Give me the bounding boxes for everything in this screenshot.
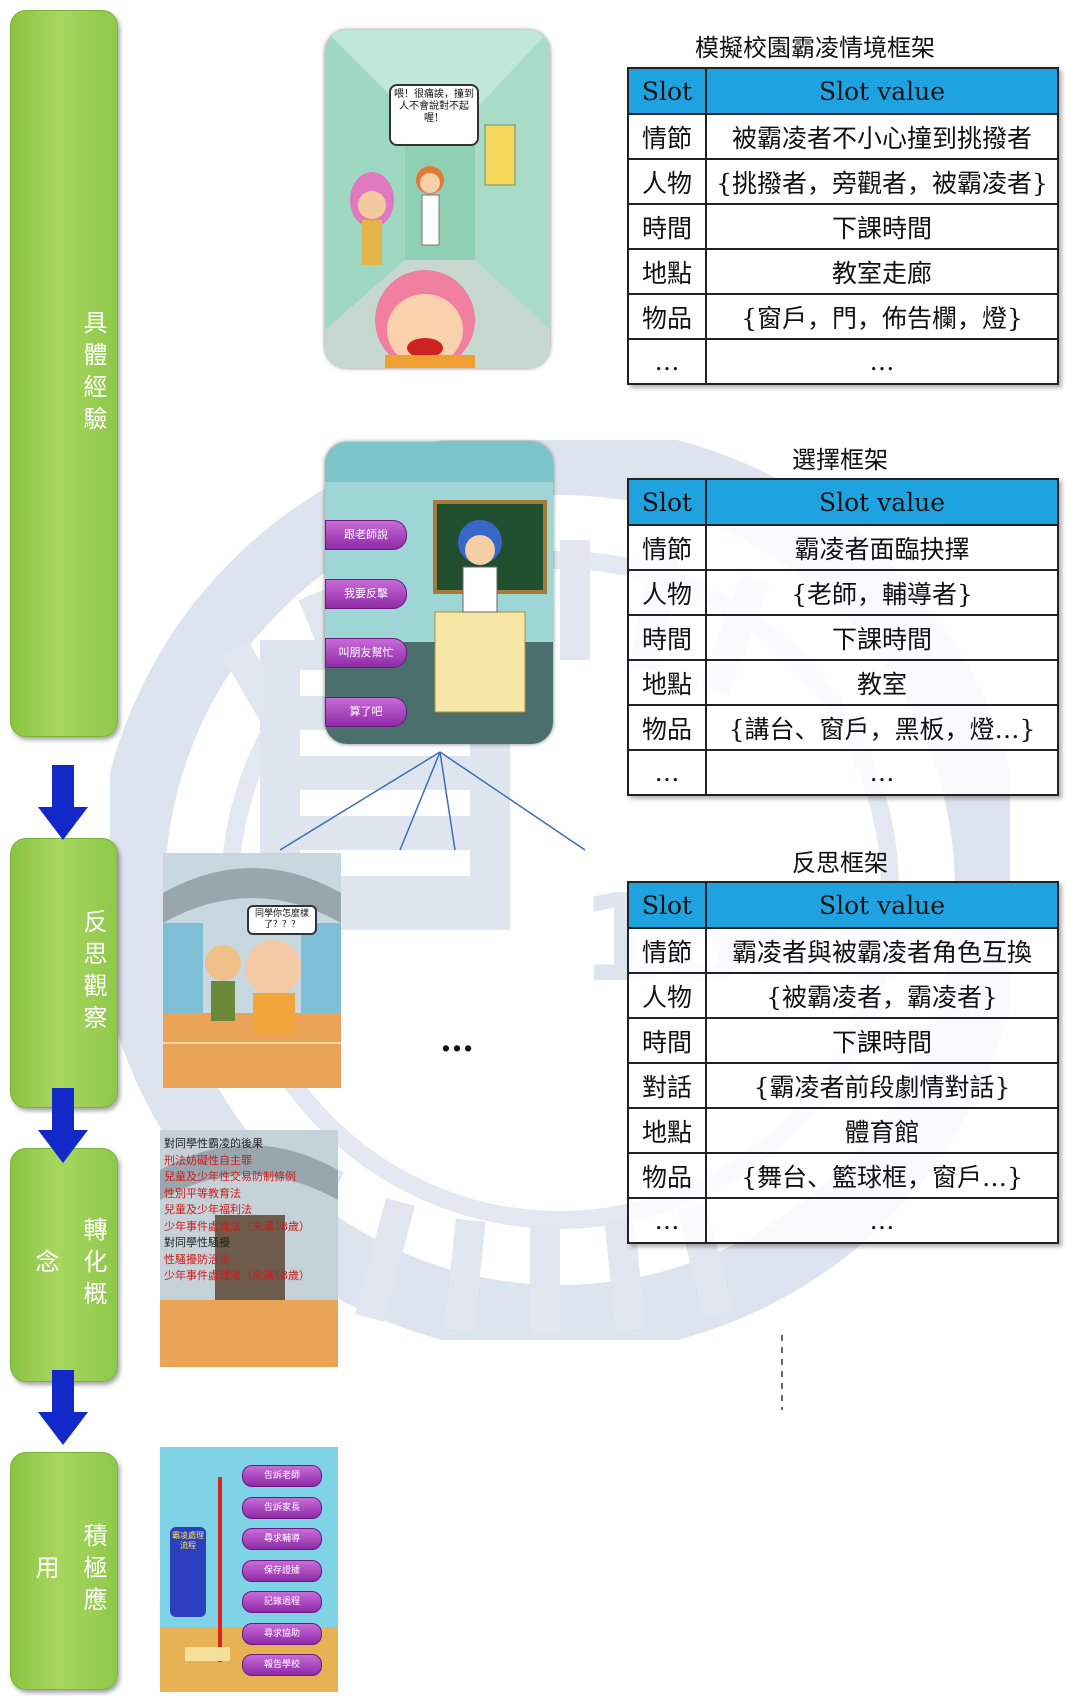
flow-button[interactable]: 保存證據 bbox=[242, 1560, 322, 1582]
law-line: 兒童及少年福利法 bbox=[164, 1202, 334, 1219]
scene-gym-role-reversal: 同學你怎麼樣了？？？ bbox=[163, 853, 341, 1088]
law-list: 對同學性霸凌的後果刑法妨礙性自主罪兒童及少年性交易防制條例性別平等教育法兒童及少… bbox=[164, 1136, 334, 1285]
table-row: 人物{老師，輔導者} bbox=[628, 570, 1058, 615]
slot-value-cell: 下課時間 bbox=[706, 615, 1058, 660]
header-slot: Slot bbox=[628, 479, 706, 525]
slot-cell: 物品 bbox=[628, 294, 706, 339]
table-title: 模擬校園霸凌情境框架 bbox=[690, 28, 940, 63]
slot-cell: … bbox=[628, 750, 706, 795]
slot-value-cell: … bbox=[706, 339, 1058, 384]
slot-cell: 時間 bbox=[628, 1018, 706, 1063]
slot-cell: … bbox=[628, 339, 706, 384]
slot-cell: 時間 bbox=[628, 204, 706, 249]
table-row: …… bbox=[628, 339, 1058, 384]
flow-button[interactable]: 告訴家長 bbox=[242, 1497, 322, 1519]
table-title: 反思框架 bbox=[740, 843, 940, 878]
slot-cell: 物品 bbox=[628, 1153, 706, 1198]
slot-value-cell: 下課時間 bbox=[706, 1018, 1058, 1063]
slot-value-cell: {講台、窗戶，黑板，燈…} bbox=[706, 705, 1058, 750]
slot-cell: 地點 bbox=[628, 660, 706, 705]
slot-cell: 情節 bbox=[628, 525, 706, 570]
table-row: 地點體育館 bbox=[628, 1108, 1058, 1153]
table-row: 物品{窗戶，門，佈告欄，燈} bbox=[628, 294, 1058, 339]
slot-cell: 對話 bbox=[628, 1063, 706, 1108]
header-slot-value: Slot value bbox=[706, 68, 1058, 114]
slot-value-cell: 被霸凌者不小心撞到挑撥者 bbox=[706, 114, 1058, 159]
slot-value-cell: 教室 bbox=[706, 660, 1058, 705]
slot-cell: 情節 bbox=[628, 114, 706, 159]
slot-value-cell: {老師，輔導者} bbox=[706, 570, 1058, 615]
slot-value-cell: 體育館 bbox=[706, 1108, 1058, 1153]
table-row: 時間下課時間 bbox=[628, 615, 1058, 660]
law-line: 兒童及少年性交易防制條例 bbox=[164, 1169, 334, 1186]
table-row: 情節霸凌者面臨抉擇 bbox=[628, 525, 1058, 570]
ellipsis: … bbox=[440, 1020, 478, 1060]
header-slot-value: Slot value bbox=[706, 882, 1058, 928]
slot-cell: 人物 bbox=[628, 159, 706, 204]
law-line: 性騷擾防治法 bbox=[164, 1252, 334, 1269]
slot-value-cell: {被霸凌者，霸凌者} bbox=[706, 973, 1058, 1018]
slot-value-cell: 霸凌者面臨抉擇 bbox=[706, 525, 1058, 570]
slot-value-cell: 下課時間 bbox=[706, 204, 1058, 249]
scene-response-flow: 霸凌處理流程 告訴老師告訴家長尋求輔導保存證據記錄過程尋求協助報告學校 bbox=[160, 1447, 338, 1692]
speech-text: 同學你怎麼樣了？？？ bbox=[255, 909, 309, 930]
flow-button[interactable]: 尋求協助 bbox=[242, 1623, 322, 1645]
table-row: 情節被霸凌者不小心撞到挑撥者 bbox=[628, 114, 1058, 159]
table-row: …… bbox=[628, 1198, 1058, 1243]
flow-sign: 霸凌處理流程 bbox=[170, 1527, 206, 1617]
slot-cell: 時間 bbox=[628, 615, 706, 660]
flow-button[interactable]: 告訴老師 bbox=[242, 1465, 322, 1487]
law-line: 對同學性騷擾 bbox=[164, 1235, 334, 1252]
slot-cell: 物品 bbox=[628, 705, 706, 750]
law-line: 少年事件處理法（未滿18歲） bbox=[164, 1268, 334, 1285]
speech-bubble: 同學你怎麼樣了？？？ bbox=[247, 905, 317, 935]
table-row: 情節霸凌者與被霸凌者角色互換 bbox=[628, 928, 1058, 973]
table-row: 物品{舞台、籃球框，窗戶…} bbox=[628, 1153, 1058, 1198]
flow-button[interactable]: 記錄過程 bbox=[242, 1591, 322, 1613]
law-line: 少年事件處理法（未滿18歲） bbox=[164, 1219, 334, 1236]
law-line: 對同學性霸凌的後果 bbox=[164, 1136, 334, 1153]
slot-cell: 地點 bbox=[628, 1108, 706, 1153]
table-row: 地點教室 bbox=[628, 660, 1058, 705]
header-slot: Slot bbox=[628, 882, 706, 928]
table-title: 選擇框架 bbox=[740, 440, 940, 475]
slot-value-cell: {窗戶，門，佈告欄，燈} bbox=[706, 294, 1058, 339]
law-line: 性別平等教育法 bbox=[164, 1186, 334, 1203]
flow-button[interactable]: 尋求輔導 bbox=[242, 1528, 322, 1550]
scene-law-information: 對同學性霸凌的後果刑法妨礙性自主罪兒童及少年性交易防制條例性別平等教育法兒童及少… bbox=[160, 1130, 338, 1367]
slot-value-cell: 霸凌者與被霸凌者角色互換 bbox=[706, 928, 1058, 973]
slot-value-cell: … bbox=[706, 1198, 1058, 1243]
slot-cell: 人物 bbox=[628, 570, 706, 615]
gym-illustration bbox=[163, 853, 341, 1088]
flow-button[interactable]: 報告學校 bbox=[242, 1654, 322, 1676]
slot-cell: 人物 bbox=[628, 973, 706, 1018]
table-row: 人物{被霸凌者，霸凌者} bbox=[628, 973, 1058, 1018]
table-row: 對話{霸凌者前段劇情對話} bbox=[628, 1063, 1058, 1108]
table-row: 人物{挑撥者，旁觀者，被霸凌者} bbox=[628, 159, 1058, 204]
slot-value-cell: … bbox=[706, 750, 1058, 795]
slot-value-cell: {舞台、籃球框，窗戶…} bbox=[706, 1153, 1058, 1198]
table-row: 地點教室走廊 bbox=[628, 249, 1058, 294]
table-row: 時間下課時間 bbox=[628, 204, 1058, 249]
table-row: 時間下課時間 bbox=[628, 1018, 1058, 1063]
slot-cell: 地點 bbox=[628, 249, 706, 294]
table-row: 物品{講台、窗戶，黑板，燈…} bbox=[628, 705, 1058, 750]
flow-sign-text: 霸凌處理流程 bbox=[172, 1531, 204, 1550]
header-slot: Slot bbox=[628, 68, 706, 114]
table-row: …… bbox=[628, 750, 1058, 795]
slot-cell: … bbox=[628, 1198, 706, 1243]
header-slot-value: Slot value bbox=[706, 479, 1058, 525]
slot-value-cell: 教室走廊 bbox=[706, 249, 1058, 294]
flow-button-list: 告訴老師告訴家長尋求輔導保存證據記錄過程尋求協助報告學校 bbox=[242, 1465, 322, 1686]
slot-value-cell: {霸凌者前段劇情對話} bbox=[706, 1063, 1058, 1108]
frame-table-reflection: SlotSlot value情節霸凌者與被霸凌者角色互換人物{被霸凌者，霸凌者}… bbox=[627, 881, 1059, 1244]
slot-value-cell: {挑撥者，旁觀者，被霸凌者} bbox=[706, 159, 1058, 204]
slot-cell: 情節 bbox=[628, 928, 706, 973]
law-line: 刑法妨礙性自主罪 bbox=[164, 1153, 334, 1170]
